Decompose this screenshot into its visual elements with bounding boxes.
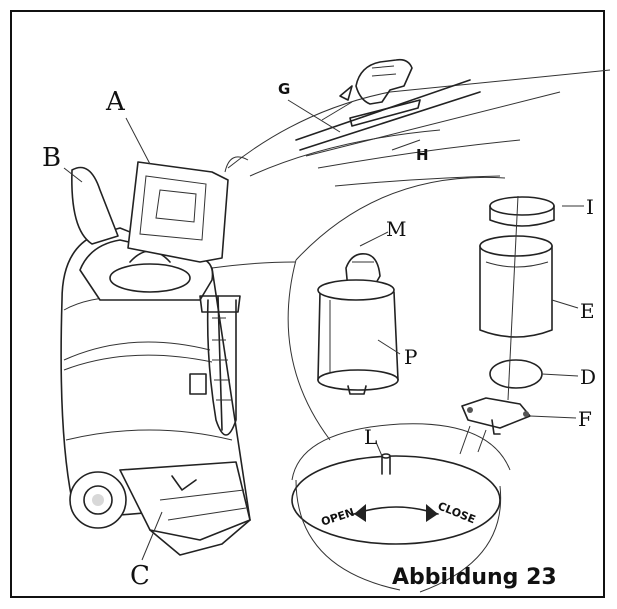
- label-g: G: [278, 80, 290, 98]
- label-f: F: [578, 407, 592, 431]
- filter-stack: [461, 195, 555, 435]
- label-i: I: [586, 195, 594, 219]
- lid-latch-detail: [227, 58, 611, 187]
- hand-icon: [355, 58, 413, 105]
- label-p: P: [404, 345, 417, 369]
- label-b: B: [42, 143, 61, 173]
- label-d: D: [580, 365, 596, 389]
- label-c: C: [130, 561, 150, 591]
- filter-housing-p: [317, 252, 399, 395]
- open-close-dial: OPEN CLOSE: [291, 423, 511, 593]
- figure-caption: Abbildung 23: [392, 565, 557, 590]
- scrubber-machine: [60, 161, 251, 556]
- label-m: M: [386, 217, 406, 241]
- label-a: A: [105, 87, 126, 117]
- label-e: E: [580, 299, 595, 323]
- label-h: H: [416, 146, 429, 164]
- leader-lines: [63, 99, 584, 561]
- label-l: L: [364, 425, 377, 449]
- part-labels: A B C G H I E D F M P L: [42, 80, 596, 591]
